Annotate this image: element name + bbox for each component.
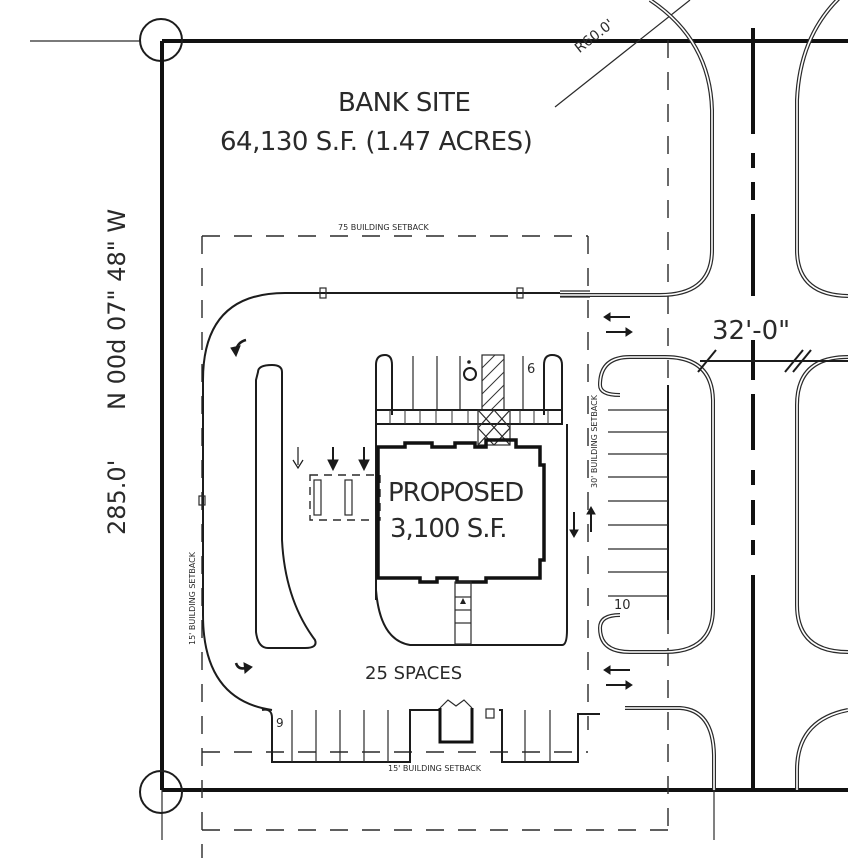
west-boundary-bearing: N 00d 07" 48" W [103, 208, 131, 410]
setback-label-west: 15' BUILDING SETBACK [188, 552, 197, 645]
light-pole-marker [198, 495, 206, 506]
drive-thru-arrows [292, 447, 370, 472]
south-parking-row [261, 699, 600, 763]
street-width-dimension [697, 349, 848, 373]
building-label: PROPOSED [388, 478, 524, 508]
street-curbs [560, 0, 848, 840]
light-pole-marker [319, 287, 327, 299]
building-area: 3,100 S.F. [390, 514, 508, 544]
boundary-corner-marker-sw [139, 770, 183, 814]
site-area: 64,130 S.F. (1.47 ACRES) [220, 127, 533, 157]
street-width-label: 32'-0" [712, 316, 791, 346]
light-pole-marker [516, 287, 524, 299]
drive-aisle-outline [198, 287, 590, 711]
circulation-arrows [230, 338, 253, 675]
west-boundary-dimension: 285.0' [103, 459, 131, 535]
setback-label-east: 30' BUILDING SETBACK [590, 395, 599, 488]
two-way-arrows [569, 312, 633, 690]
radius-leader-line [554, 0, 691, 108]
setback-label-south: 15' BUILDING SETBACK [388, 764, 481, 773]
drive-thru-lanes [309, 474, 381, 521]
east-parking-stalls [608, 385, 669, 620]
accessible-parking-icon [463, 367, 477, 381]
stall-number-south: 9 [276, 716, 284, 730]
stall-number-north: 6 [527, 362, 536, 377]
setback-label-north: 75 BUILDING SETBACK [338, 223, 429, 232]
proposed-building-footprint [376, 438, 546, 645]
site-title: BANK SITE [338, 88, 471, 118]
landscape-island-west [255, 363, 317, 649]
stall-number-east: 10 [614, 598, 631, 613]
parking-count-label: 25 SPACES [365, 663, 463, 684]
